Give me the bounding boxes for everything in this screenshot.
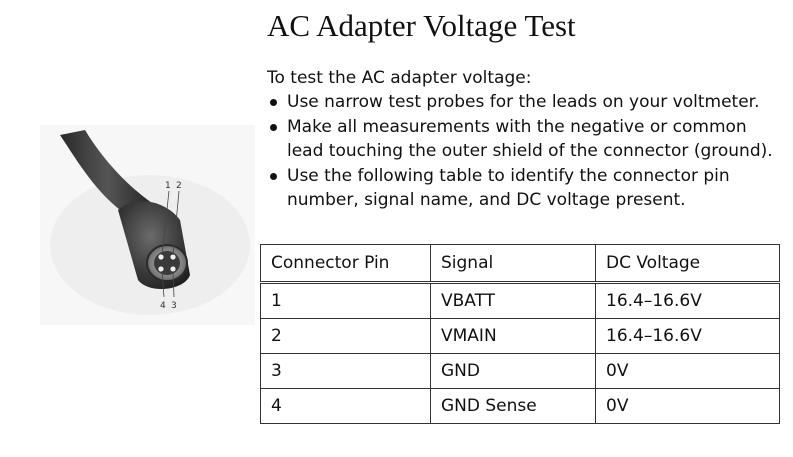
pin-2 bbox=[170, 254, 176, 260]
connector-photo: 1 2 4 3 bbox=[40, 125, 255, 325]
cell-signal: VMAIN bbox=[430, 318, 596, 354]
table-header-row: Connector Pin Signal DC Voltage bbox=[260, 244, 780, 284]
header-signal: Signal bbox=[430, 244, 596, 284]
cell-signal: GND Sense bbox=[430, 388, 596, 424]
intro-text: To test the AC adapter voltage: bbox=[267, 68, 532, 88]
pin-label: 1 bbox=[165, 181, 171, 191]
cell-voltage: 0V bbox=[595, 353, 780, 389]
pin-label: 4 bbox=[160, 301, 166, 311]
instruction-item: Make all measurements with the negative … bbox=[267, 115, 787, 164]
table-row: 1 VBATT 16.4–16.6V bbox=[260, 282, 780, 319]
table-row: 3 GND 0V bbox=[260, 353, 780, 389]
pin-label: 3 bbox=[171, 301, 177, 311]
cell-pin: 1 bbox=[260, 282, 431, 319]
page-title: AC Adapter Voltage Test bbox=[267, 8, 576, 43]
pin-1 bbox=[158, 254, 164, 260]
cell-voltage: 0V bbox=[595, 388, 780, 424]
pin-4 bbox=[158, 266, 164, 272]
table-row: 2 VMAIN 16.4–16.6V bbox=[260, 318, 780, 354]
pin-3 bbox=[170, 266, 176, 272]
cell-voltage: 16.4–16.6V bbox=[595, 282, 780, 319]
table-row: 4 GND Sense 0V bbox=[260, 388, 780, 424]
cell-pin: 2 bbox=[260, 318, 431, 354]
connector-pin-table: Connector Pin Signal DC Voltage 1 VBATT … bbox=[260, 244, 780, 424]
instruction-item: Use narrow test probes for the leads on … bbox=[267, 90, 787, 115]
cell-pin: 3 bbox=[260, 353, 431, 389]
instruction-item: Use the following table to identify the … bbox=[267, 164, 787, 213]
cable bbox=[60, 130, 155, 220]
cell-pin: 4 bbox=[260, 388, 431, 424]
pin-label: 2 bbox=[176, 181, 182, 191]
header-dc-voltage: DC Voltage bbox=[595, 244, 780, 284]
cell-voltage: 16.4–16.6V bbox=[595, 318, 780, 354]
cell-signal: VBATT bbox=[430, 282, 596, 319]
cell-signal: GND bbox=[430, 353, 596, 389]
header-connector-pin: Connector Pin bbox=[260, 244, 431, 284]
instruction-list: Use narrow test probes for the leads on … bbox=[267, 90, 787, 213]
